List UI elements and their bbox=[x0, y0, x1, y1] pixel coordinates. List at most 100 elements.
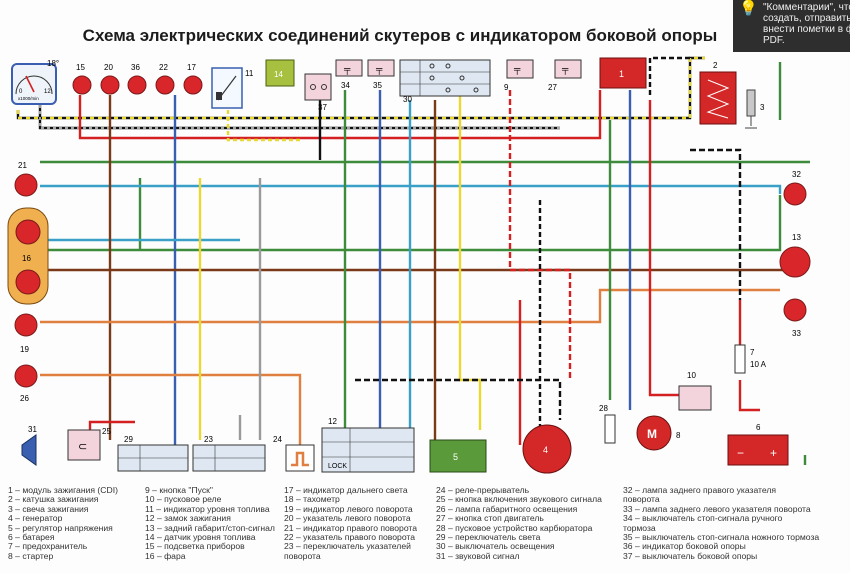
wires bbox=[16, 56, 810, 465]
lamp-17 bbox=[183, 75, 203, 95]
legend-item: 22 – указатель правого поворота bbox=[284, 532, 416, 543]
lamp-36 bbox=[127, 75, 147, 95]
wire-red bbox=[78, 90, 602, 140]
legend-item: 18 – тахометр bbox=[284, 494, 340, 505]
lighting-switch: 30 bbox=[399, 59, 491, 104]
legend-item: 29 – переключатель света bbox=[436, 532, 541, 543]
lightbulb-icon: 💡 bbox=[739, 0, 758, 17]
legend-item: 27 – кнопка стоп двигатель bbox=[436, 513, 544, 524]
legend-column-2: 9 – кнопка "Пуск" 10 – пусковое реле 11 … bbox=[145, 485, 275, 561]
legend-item: 5 – регулятор напряжения bbox=[8, 522, 113, 533]
voltage-regulator: 5 bbox=[429, 439, 487, 473]
label-20: 20 bbox=[104, 63, 113, 72]
start-button: ╤ 9 bbox=[504, 59, 534, 92]
label-18: 18° bbox=[47, 59, 59, 68]
lamp-22 bbox=[155, 75, 175, 95]
lock-label: LOCK bbox=[328, 463, 347, 470]
label-5: 5 bbox=[453, 452, 458, 462]
wiring-diagram: 0 12 x1000/min 18° 15 20 36 22 17 11 14 … bbox=[7, 56, 811, 474]
label-19: 19 bbox=[20, 345, 29, 354]
front-lamps: 21 16 19 26 bbox=[7, 161, 49, 403]
tach-unit: x1000/min bbox=[18, 96, 39, 101]
label-4: 4 bbox=[543, 445, 548, 455]
tooltip-line: PDF. bbox=[763, 35, 785, 46]
legend-item: 19 – индикатор левого поворота bbox=[284, 503, 413, 514]
rear-lamps: 32 13 33 bbox=[779, 170, 811, 338]
label-31: 31 bbox=[28, 425, 37, 434]
label-11: 11 bbox=[245, 69, 254, 78]
legend-item: 36 – индикатор боковой опоры bbox=[623, 541, 746, 552]
label-37: 37 bbox=[318, 103, 327, 112]
label-7: 7 bbox=[750, 348, 755, 357]
start-relay: 10 bbox=[678, 371, 712, 411]
switch-35 bbox=[367, 59, 395, 77]
wire-black-start bbox=[355, 378, 562, 420]
legend-item: 6 – батарея bbox=[8, 532, 55, 543]
label-26: 26 bbox=[20, 394, 29, 403]
legend-item: 8 – стартер bbox=[8, 550, 54, 561]
label-27: 27 bbox=[548, 83, 557, 92]
wire-red-relay bbox=[648, 100, 690, 397]
horn-button: ⊂ 25 bbox=[67, 427, 111, 461]
lamp-21 bbox=[14, 173, 38, 197]
indicator-lamps: 15 20 36 22 17 bbox=[72, 63, 203, 95]
label-3: 3 bbox=[760, 103, 765, 112]
fuel-gauge: 11 bbox=[211, 67, 254, 109]
label-30: 30 bbox=[403, 95, 412, 104]
legend-item: поворота bbox=[623, 494, 660, 505]
legend-item: 28 – пусковое устройство карбюратора bbox=[436, 522, 593, 533]
label-2: 2 bbox=[713, 61, 718, 70]
legend-item: 25 – кнопка включения звукового сигнала bbox=[436, 494, 602, 505]
legend-item: 24 – реле-прерыватель bbox=[436, 485, 530, 495]
wire-red-dashed bbox=[508, 90, 572, 380]
dimmer-switch: 29 bbox=[117, 435, 189, 472]
legend-item: 1 – модуль зажигания (CDI) bbox=[8, 485, 118, 495]
turn-signal-switch: 23 bbox=[192, 435, 266, 472]
label-9: 9 bbox=[504, 83, 509, 92]
legend-column-5: 32 – лампа заднего правого указателя пов… bbox=[623, 485, 819, 561]
wire-black-white-stripe bbox=[39, 105, 560, 129]
legend-item: 3 – свеча зажигания bbox=[8, 503, 89, 514]
wire-lightblue-1 bbox=[40, 184, 782, 194]
label-22: 22 bbox=[159, 63, 168, 72]
legend-item: 15 – подсветка приборов bbox=[145, 541, 245, 552]
legend-item: 10 – пусковое реле bbox=[145, 494, 222, 505]
lamp-20 bbox=[100, 75, 120, 95]
legend-item: поворота bbox=[284, 550, 321, 561]
tach-scale-12: 12 bbox=[44, 89, 51, 95]
legend-item: 4 – генератор bbox=[8, 513, 63, 524]
horn-button-symbol: ⊂ bbox=[78, 441, 87, 453]
wire-red-fuse bbox=[738, 380, 760, 412]
label-35: 35 bbox=[373, 81, 382, 90]
label-32: 32 bbox=[792, 170, 801, 179]
wire-green-2 bbox=[40, 195, 782, 252]
tooltip-line: внести пометки в фа bbox=[763, 24, 850, 35]
starter-motor: M 8 bbox=[636, 415, 681, 451]
wire-black-white bbox=[38, 105, 560, 130]
label-25: 25 bbox=[102, 427, 111, 436]
sidestand-switch: 37 bbox=[304, 73, 332, 112]
legend-item: 17 – индикатор дальнего света bbox=[284, 485, 408, 495]
ignition-lock: LOCK 12 bbox=[321, 417, 415, 473]
engine-stop-button: ╤ 27 bbox=[548, 59, 582, 92]
legend-column-4: 24 – реле-прерыватель 25 – кнопка включе… bbox=[436, 485, 602, 561]
wire-black-yellow-bus-stripe bbox=[16, 56, 705, 120]
lamp-19 bbox=[14, 313, 38, 337]
wire-black-coil bbox=[648, 56, 690, 95]
ignition-coil: 2 bbox=[699, 61, 737, 125]
label-17: 17 bbox=[187, 63, 196, 72]
legend-item: 26 – лампа габаритного освещения bbox=[436, 503, 578, 514]
starter-symbol: M bbox=[647, 427, 657, 441]
legend-item: тормоза bbox=[623, 522, 656, 533]
tooltip-line: создать, отправить и/ bbox=[763, 13, 850, 24]
label-21: 21 bbox=[18, 161, 27, 170]
switch-35-symbol: ╤ bbox=[375, 64, 383, 75]
label-1: 1 bbox=[619, 69, 624, 79]
label-10: 10 bbox=[687, 371, 696, 380]
headlight-bulb-2 bbox=[15, 269, 41, 295]
engine-stop-button-symbol: ╤ bbox=[561, 64, 569, 75]
legend-item: 23 – переключатель указателей bbox=[284, 541, 411, 552]
legend-item: 32 – лампа заднего правого указателя bbox=[623, 485, 777, 495]
label-24: 24 bbox=[273, 435, 282, 444]
spark-plug: 3 bbox=[745, 89, 765, 129]
